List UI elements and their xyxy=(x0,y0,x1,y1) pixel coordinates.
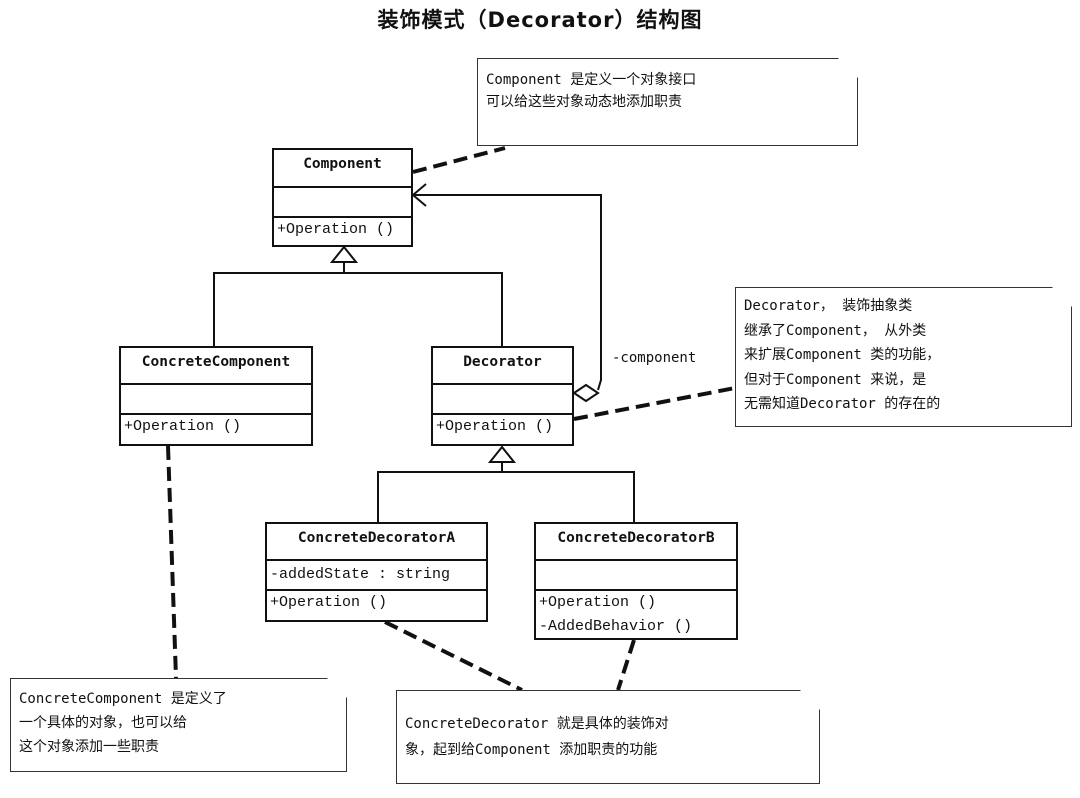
class-name: Decorator xyxy=(433,348,572,385)
class-name: ConcreteDecoratorA xyxy=(267,524,486,561)
note-line: 象，起到给Component 添加职责的功能 xyxy=(405,742,658,758)
note-fold xyxy=(326,677,348,699)
class-operation: +Operation () xyxy=(124,418,242,435)
aggregation-diamond xyxy=(572,383,600,403)
note-line: 一个具体的对象，也可以给 xyxy=(19,715,187,731)
generalization-arrowhead-decorator xyxy=(487,445,517,463)
class-concrete-decorator-a: ConcreteDecoratorA -addedState : string … xyxy=(265,522,488,622)
generalization-arrowhead-component xyxy=(329,245,359,263)
note-line: 但对于Component 来说，是 xyxy=(744,371,927,388)
class-operations: +Operation () -AddedBehavior () xyxy=(536,591,736,639)
note-anchor-concrete-decorator-a xyxy=(384,620,523,692)
note-anchor-concrete-decorator-b xyxy=(616,639,636,691)
note-line: ConcreteDecorator 就是具体的装饰对 xyxy=(405,716,669,732)
note-decorator: Decorator， 装饰抽象类 继承了Component， 从外类 来扩展Co… xyxy=(735,286,1073,427)
note-concrete-decorator: ConcreteDecorator 就是具体的装饰对 象，起到给Componen… xyxy=(396,689,821,784)
association-role-label: -component xyxy=(612,350,697,366)
note-anchor-component xyxy=(412,146,506,174)
generalization-decorator-tree xyxy=(377,471,635,522)
class-attributes xyxy=(536,561,736,591)
diagram-title: 装饰模式（Decorator）结构图 xyxy=(377,8,703,32)
note-line: Decorator， 装饰抽象类 xyxy=(744,298,913,314)
class-name: ConcreteComponent xyxy=(121,348,311,385)
note-line: 无需知道Decorator 的存在的 xyxy=(744,396,941,412)
note-line: Component 是定义一个对象接口 xyxy=(486,72,697,88)
class-attribute: -addedState : string xyxy=(270,566,451,583)
class-operations: +Operation () xyxy=(433,415,572,439)
note-line: 继承了Component， 从外类 xyxy=(744,322,927,339)
class-operations: +Operation () xyxy=(274,218,411,242)
note-fold xyxy=(1051,286,1073,308)
aggregation-line xyxy=(413,194,602,391)
note-anchor-concrete-component xyxy=(166,445,178,679)
note-fold xyxy=(837,57,859,79)
note-line: ConcreteComponent 是定义了 xyxy=(19,691,227,707)
note-anchor-decorator xyxy=(573,386,736,421)
note-component: Component 是定义一个对象接口 可以给这些对象动态地添加职责 xyxy=(477,57,859,146)
class-operation: +Operation () xyxy=(539,594,657,611)
class-name: Component xyxy=(274,150,411,188)
class-decorator: Decorator +Operation () xyxy=(431,346,574,446)
generalization-component-tree xyxy=(213,272,503,346)
class-operation: +Operation () xyxy=(436,418,554,435)
note-line: 来扩展Component 类的功能， xyxy=(744,347,941,363)
class-concrete-component: ConcreteComponent +Operation () xyxy=(119,346,313,446)
note-fold xyxy=(799,689,821,711)
class-operation: +Operation () xyxy=(277,221,395,238)
class-component: Component +Operation () xyxy=(272,148,413,247)
class-attributes xyxy=(274,188,411,218)
note-concrete-component: ConcreteComponent 是定义了 一个具体的对象，也可以给 这个对象… xyxy=(10,677,348,772)
class-operations: +Operation () xyxy=(267,591,486,615)
note-line: 这个对象添加一些职责 xyxy=(19,739,159,755)
class-operation: -AddedBehavior () xyxy=(539,618,693,635)
class-concrete-decorator-b: ConcreteDecoratorB +Operation () -AddedB… xyxy=(534,522,738,640)
class-name: ConcreteDecoratorB xyxy=(536,524,736,561)
class-attributes xyxy=(433,385,572,415)
association-arrowhead xyxy=(411,183,427,207)
class-attributes xyxy=(121,385,311,415)
class-operation: +Operation () xyxy=(270,594,388,611)
note-line: 可以给这些对象动态地添加职责 xyxy=(486,94,682,110)
class-operations: +Operation () xyxy=(121,415,311,439)
class-attributes: -addedState : string xyxy=(267,561,486,591)
